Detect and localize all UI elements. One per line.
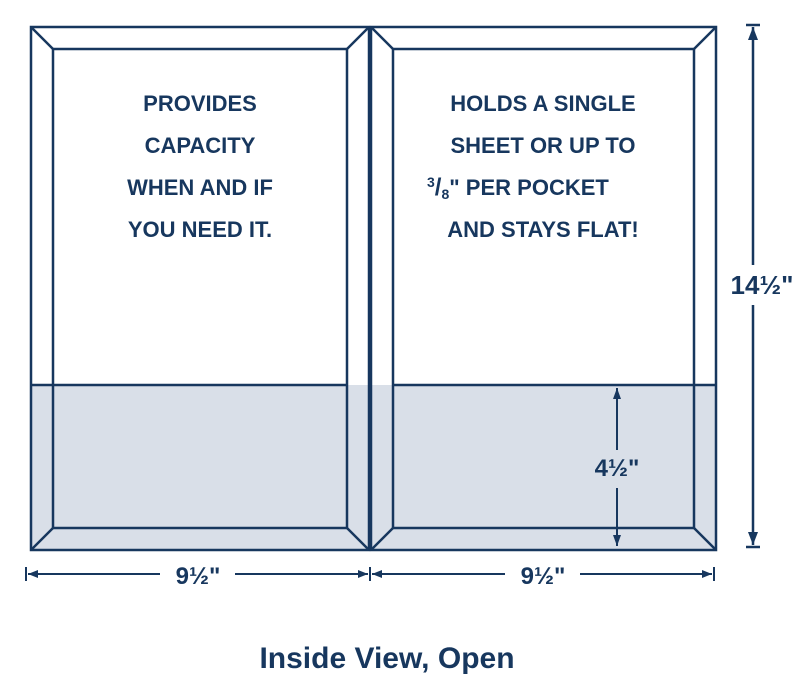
width-left-label: 9½" xyxy=(176,563,221,590)
right-text-line-1: HOLDS A SINGLE xyxy=(450,91,635,116)
right-panel-outer xyxy=(369,25,718,552)
left-panel-text: PROVIDES CAPACITY WHEN AND IF YOU NEED I… xyxy=(127,91,273,242)
right-text-line-3: 3/8" PER POCKET xyxy=(427,174,609,202)
left-text-line-3: WHEN AND IF xyxy=(127,175,273,200)
pocket-height-label: 4½" xyxy=(595,455,640,482)
fraction-numerator: 3 xyxy=(427,174,435,190)
left-text-line-2: CAPACITY xyxy=(145,133,256,158)
width-right-label: 9½" xyxy=(521,563,566,590)
right-text-line-3-rest: " PER POCKET xyxy=(449,175,609,200)
left-text-line-4: YOU NEED IT. xyxy=(128,217,272,242)
fraction-denominator: 8 xyxy=(441,186,449,202)
left-pocket xyxy=(31,385,369,550)
caption: Inside View, Open xyxy=(259,642,514,675)
right-text-line-4: AND STAYS FLAT! xyxy=(447,217,638,242)
height-label: 14½" xyxy=(731,270,794,300)
right-panel-inner xyxy=(391,47,696,530)
left-text-line-1: PROVIDES xyxy=(143,91,257,116)
right-pocket xyxy=(371,385,716,550)
pocket-height-dimension xyxy=(613,388,621,546)
left-panel-inner xyxy=(51,47,349,530)
right-text-line-2: SHEET OR UP TO xyxy=(450,133,635,158)
height-dimension xyxy=(746,23,760,549)
width-dimension xyxy=(25,567,715,581)
right-panel-text: HOLDS A SINGLE SHEET OR UP TO 3/8" PER P… xyxy=(427,91,639,242)
